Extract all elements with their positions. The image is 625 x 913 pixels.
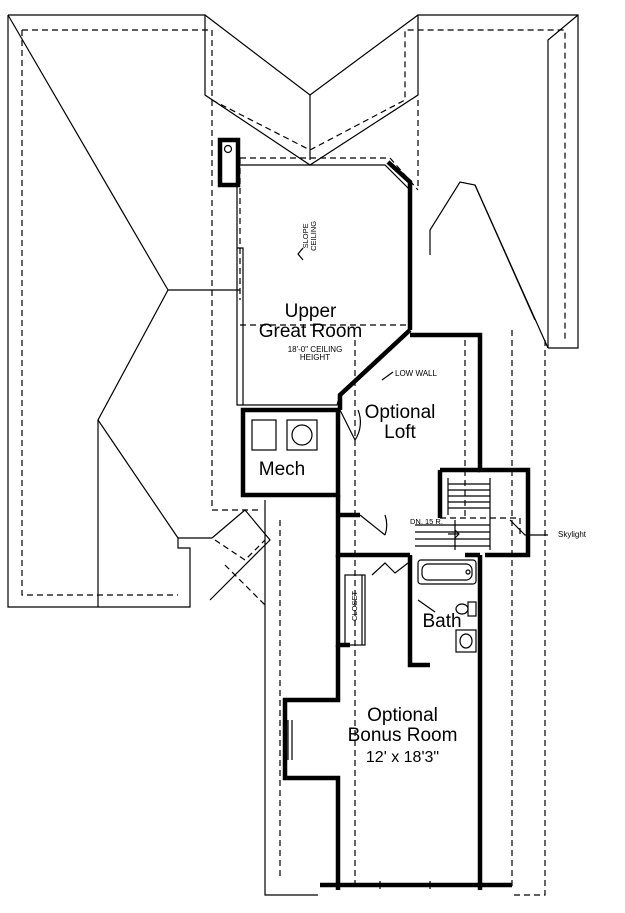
ceiling-note-line1: 18'-0" CEILING	[287, 345, 343, 354]
stairs-label: DN. 15 R.	[410, 517, 443, 526]
loft-line2: Loft	[384, 421, 416, 443]
great-room-line2: Great Room	[258, 320, 363, 342]
closet-label: CLOSET	[350, 590, 360, 621]
stairs	[415, 478, 491, 550]
great-room-walls	[236, 164, 411, 406]
bonus-line1: Optional	[367, 705, 438, 726]
mech-label: Mech	[258, 459, 306, 480]
skylight-leader	[509, 519, 548, 536]
closet-outline	[344, 574, 366, 646]
loft-line1: Optional	[364, 402, 436, 423]
bonus-size: 12' x 18'3"	[365, 748, 440, 766]
loft-label: Optional Loft	[355, 403, 445, 443]
mech-appliances	[251, 419, 318, 451]
low-wall-label: LOW WALL	[395, 369, 437, 378]
window-marks	[287, 720, 431, 889]
thick-walls	[217, 137, 531, 890]
great-room-label: Upper Great Room	[258, 302, 363, 342]
bonus-line2: Bonus Room	[347, 724, 458, 746]
door-swings	[339, 409, 436, 613]
great-room-line1: Upper	[284, 301, 337, 322]
skylight-label: Skylight	[558, 530, 587, 539]
roof-lines	[7, 14, 579, 896]
bonus-room-label: Optional Bonus Room 12' x 18'3"	[340, 706, 465, 767]
dashed-lines	[21, 29, 566, 896]
slope-arrow-icon	[297, 247, 304, 261]
bath-fixtures	[417, 559, 477, 653]
great-room-ceiling-note: 18'-0" CEILING HEIGHT	[275, 345, 355, 363]
slope-line2: CEILING	[309, 220, 318, 251]
slope-ceiling-label: SLOPE CEILING	[301, 216, 318, 256]
chimney-flue-icon	[223, 144, 233, 154]
ceiling-note-line2: HEIGHT	[299, 353, 331, 363]
low-wall-leader	[381, 371, 394, 381]
bath-label: Bath	[422, 611, 462, 632]
